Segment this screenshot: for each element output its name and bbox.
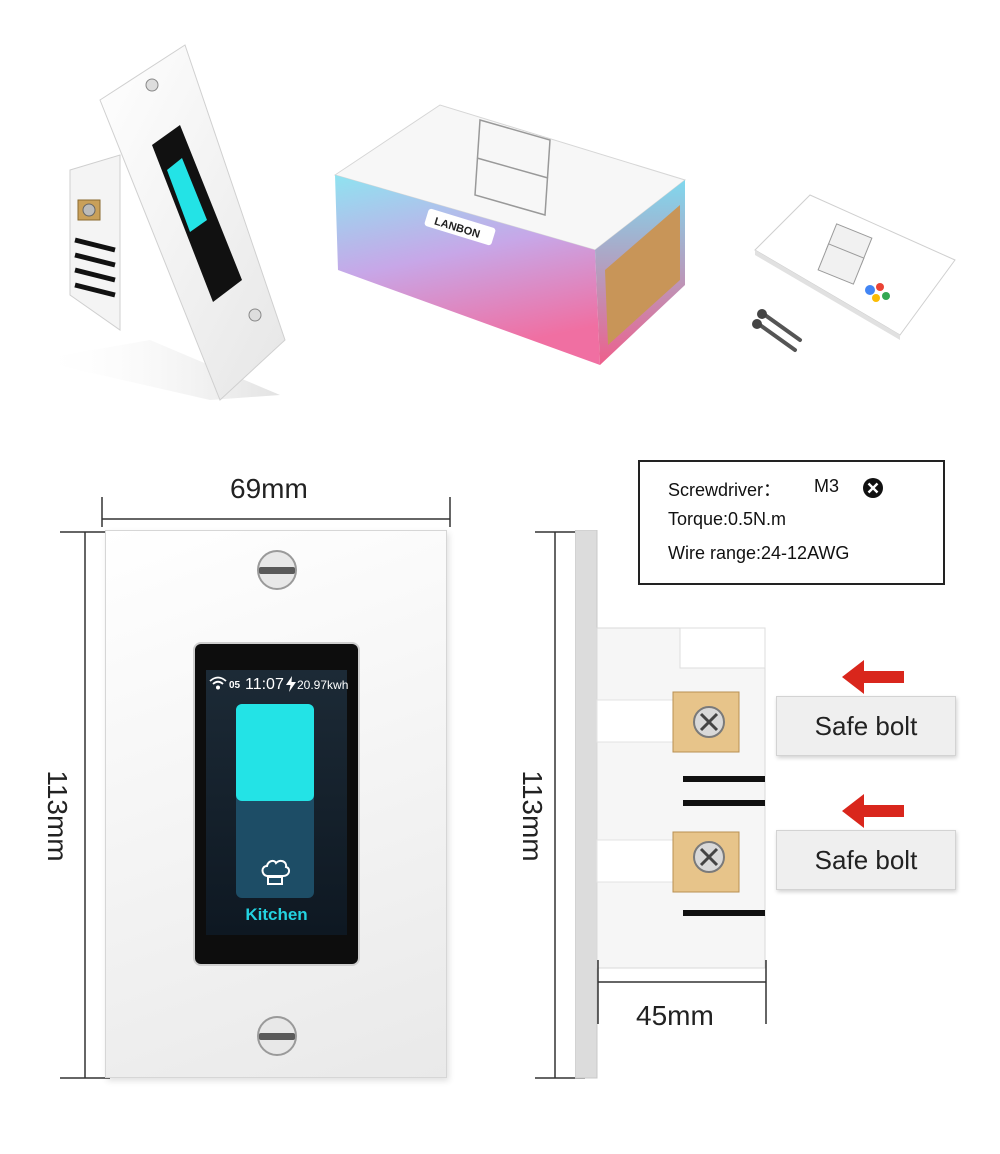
top-screw-icon: [255, 548, 299, 592]
arrow-left-icon: [842, 660, 904, 694]
screwdriver-value: M3: [814, 476, 840, 496]
safe-bolt-tag: Safe bolt: [776, 696, 956, 756]
side-height-dimension-label: 113mm: [517, 770, 548, 862]
front-height-dimension-label: 113mm: [42, 770, 73, 862]
no-symbol-icon: [862, 477, 884, 499]
room-label: Kitchen: [245, 905, 308, 924]
width-dimension-line: [100, 497, 452, 527]
angled-switch-photo: [30, 40, 300, 410]
depth-dimension-label: 45mm: [636, 1000, 714, 1031]
chef-hat-icon: [259, 858, 291, 888]
safe-bolt-tag: Safe bolt: [776, 830, 956, 890]
screwdriver-label: Screwdriver：: [668, 480, 782, 500]
signal-strength-value: 05: [229, 680, 241, 691]
torque-spec: Torque:0.5N.m: [668, 509, 787, 529]
lower-terminal-screw-icon: [692, 840, 726, 874]
bottom-screw-icon: [255, 1014, 299, 1058]
light-toggle-knob[interactable]: [236, 704, 314, 801]
depth-dimension-line: [596, 960, 768, 1024]
front-height-dimension-line: [60, 530, 110, 1080]
wifi-icon: [208, 675, 228, 691]
width-dimension-label: 69mm: [230, 473, 308, 504]
upper-terminal-screw-icon: [692, 705, 726, 739]
manual-and-screws-photo: [740, 190, 970, 370]
energy-usage: 20.97kwh: [297, 678, 349, 692]
wire-range-spec: Wire range:24-12AWG: [668, 543, 850, 563]
product-box-photo: LANBON: [330, 100, 690, 370]
lightning-icon: [286, 676, 296, 692]
safe-bolt-label: Safe bolt: [814, 845, 918, 875]
safe-bolt-label: Safe bolt: [814, 711, 918, 741]
clock-time: 11:07: [245, 676, 284, 693]
arrow-left-icon: [842, 794, 904, 828]
specs-info-box: [638, 460, 945, 585]
switch-side-view: [575, 530, 770, 1080]
